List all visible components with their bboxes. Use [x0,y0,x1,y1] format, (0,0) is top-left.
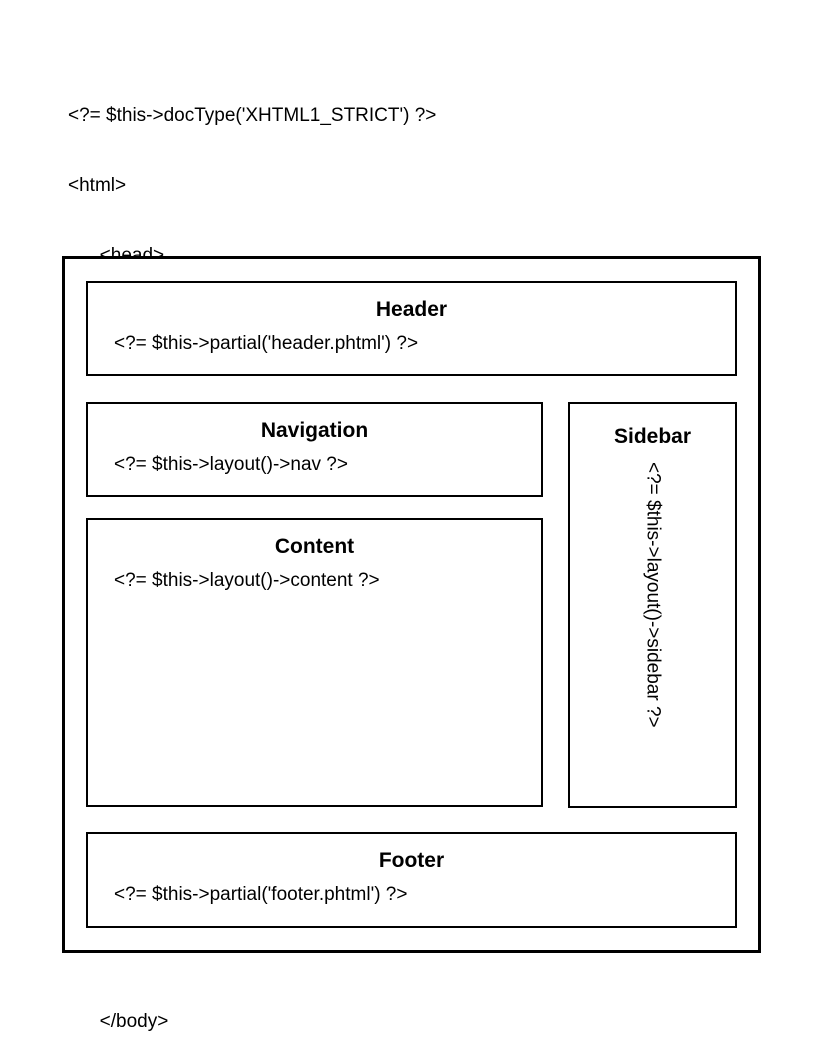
footer-box-title: Footer [378,849,445,872]
navigation-box-code: <?= $this->layout()->nav ?> [114,454,348,475]
content-box-title: Content [274,535,355,558]
sidebar-box-title: Sidebar [613,425,692,448]
sidebar-box-code: <?= $this->layout()->sidebar ?> [642,462,664,728]
code-line-doctype: <?= $this->docType('XHTML1_STRICT') ?> [68,104,437,126]
navigation-box: Navigation <?= $this->layout()->nav ?> [86,402,543,497]
navigation-box-title: Navigation [260,419,369,442]
content-box-code: <?= $this->layout()->content ?> [114,570,380,591]
content-box: Content <?= $this->layout()->content ?> [86,518,543,807]
header-box: Header <?= $this->partial('header.phtml'… [86,281,737,376]
code-line-html-open: <html> [68,175,127,197]
footer-box-code: <?= $this->partial('footer.phtml') ?> [114,884,408,905]
code-line-body-close: </body> [68,1010,169,1032]
sidebar-box: Sidebar <?= $this->layout()->sidebar ?> [568,402,737,808]
xhtml-close-code-listing: </body> </html> [68,963,169,1056]
footer-box: Footer <?= $this->partial('footer.phtml'… [86,832,737,928]
header-box-code: <?= $this->partial('header.phtml') ?> [114,333,419,354]
header-box-title: Header [375,298,448,321]
